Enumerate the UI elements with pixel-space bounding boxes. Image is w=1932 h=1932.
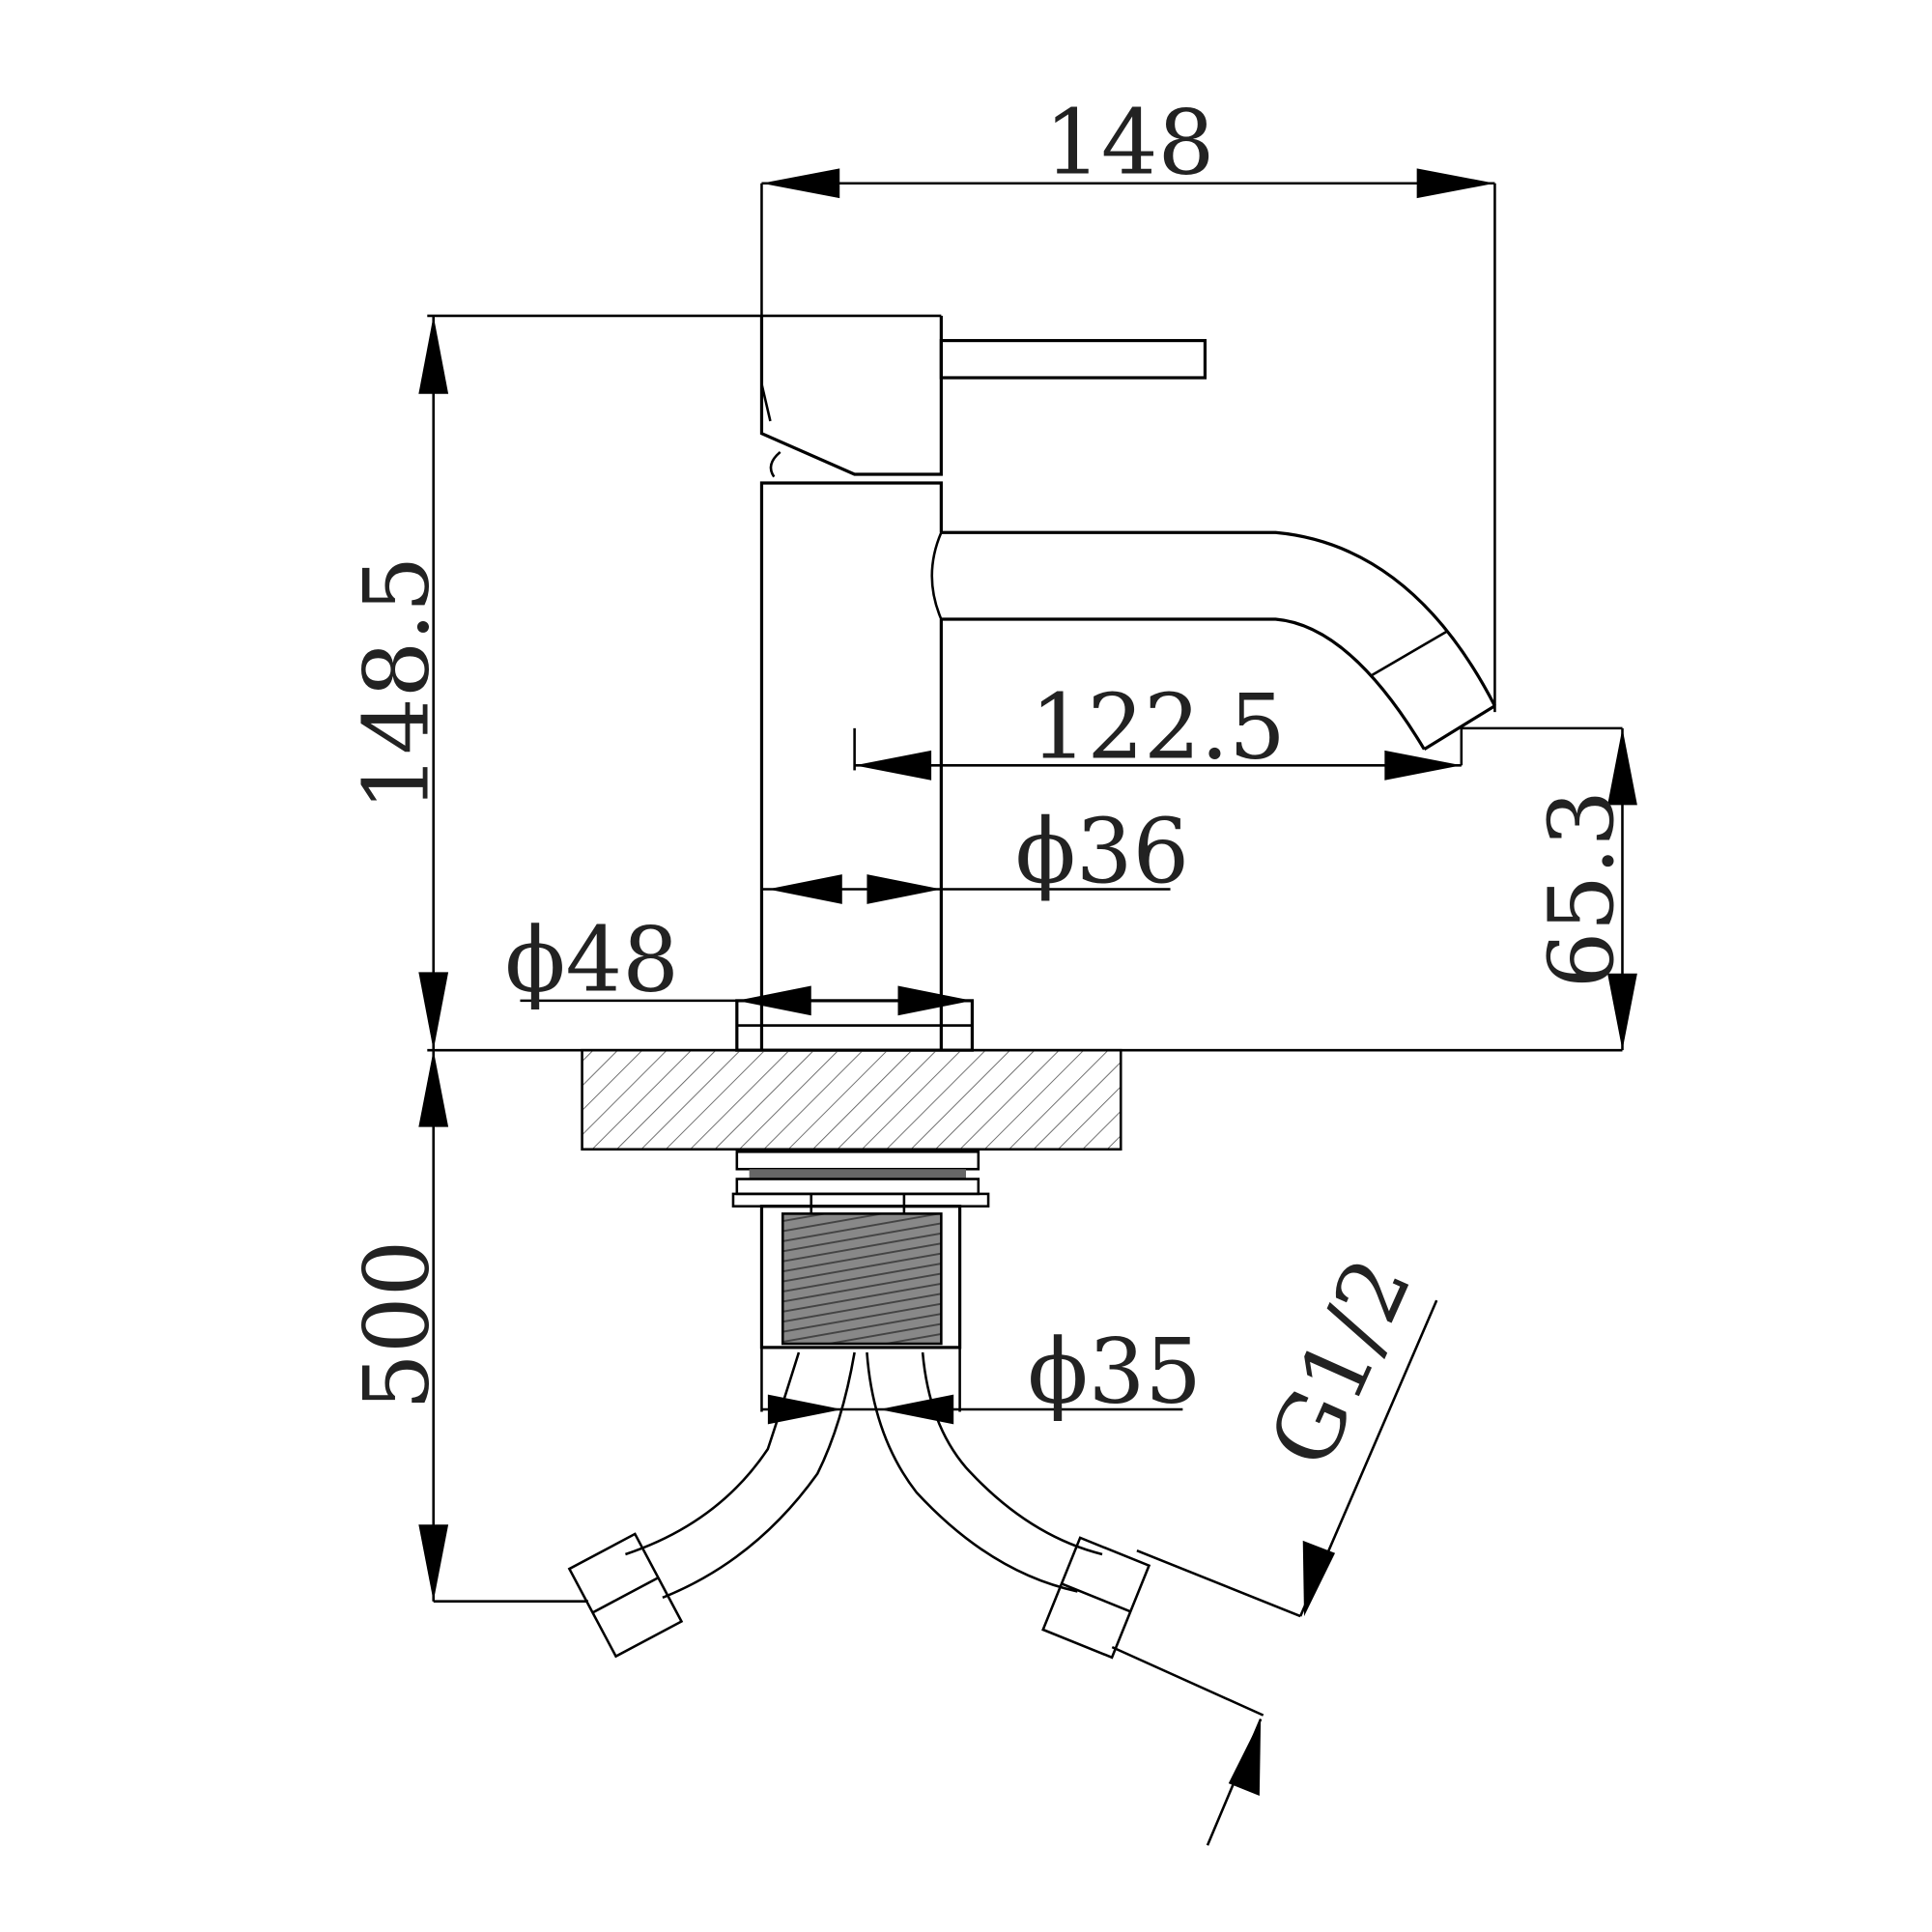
dimension-spout-reach: 122.5 [853,675,1463,781]
dim-label-122-5: 122.5 [1031,675,1286,780]
hose-nut-left [567,1532,684,1659]
dim-label-d48: ϕ48 [505,908,679,1012]
arrow-down-icon [418,972,449,1051]
arrow-up-icon [1228,1719,1262,1796]
arrow-right-icon [1384,750,1462,781]
dimension-spout-height: 65.3 [1461,726,1637,1051]
tap-body [759,481,943,1051]
dimension-overall-height: 148.5 [344,315,449,1051]
dim-label-148: 148 [1044,90,1214,194]
dimension-base-diameter: ϕ48 [505,908,973,1016]
fixing-nut [731,1151,990,1214]
arrow-up-icon [1607,727,1637,806]
tap-lever [939,338,1208,380]
hose-nut-right [1041,1536,1151,1660]
arrow-right-icon [767,1394,842,1425]
dim-label-d35: ϕ35 [1028,1319,1202,1423]
dim-label-d36: ϕ36 [1015,799,1189,903]
tap-spout [941,530,1496,752]
arrow-left-icon [879,1394,954,1425]
dim-label-148-5: 148.5 [344,556,448,811]
arrow-up-icon [418,315,449,394]
arrow-down-icon [1607,973,1637,1051]
counter-section-hatched [581,1048,1122,1151]
arrow-left-icon [854,750,932,781]
dim-label-65-3: 65.3 [1529,790,1634,989]
flexible-hoses [567,1351,1151,1660]
dimension-hose-length: 500 [344,1050,588,1603]
arrow-left-icon [761,168,840,199]
arrow-right-icon [867,874,942,904]
arrow-down-icon [418,1524,449,1602]
base-flange [735,999,975,1052]
arrow-up-icon [418,1050,449,1127]
threaded-shank [759,1205,962,1350]
dimension-shank-diameter: ϕ35 [760,1319,1202,1425]
arrow-down-icon [1302,1540,1336,1617]
dimension-overall-width: 148 [760,90,1496,713]
dim-label-500: 500 [344,1240,448,1410]
arrow-right-icon [1416,168,1495,199]
arrow-left-icon [767,874,842,904]
dimension-body-diameter: ϕ36 [761,799,1189,904]
tap-handle [427,314,1208,478]
dim-label-g1-2: G1/2 [1249,1243,1432,1482]
